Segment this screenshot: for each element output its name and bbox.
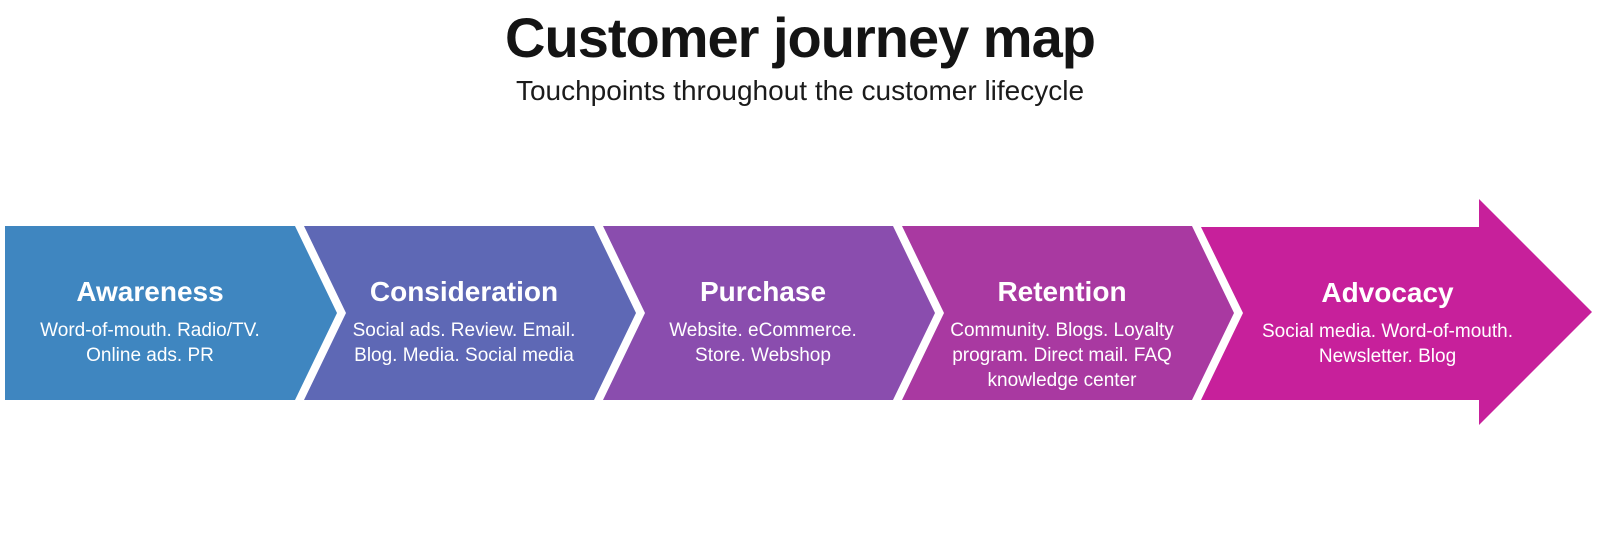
- stage-touchpoints: Social ads. Review. Email. Blog. Media. …: [344, 318, 584, 368]
- touchpoint-line: Social media. Word-of-mouth.: [1262, 321, 1513, 342]
- touchpoint-line: Newsletter. Blog: [1318, 346, 1457, 367]
- touchpoint-line: program. Direct mail. FAQ: [952, 345, 1172, 366]
- stage-title: Consideration: [369, 276, 559, 307]
- stage-consideration: Consideration Social ads. Review. Email.…: [304, 226, 636, 400]
- stage-touchpoints: Social media. Word-of-mouth. Newsletter.…: [1247, 319, 1528, 369]
- stage-purchase: Purchase Website. eCommerce. Store. Webs…: [603, 226, 935, 400]
- stage-touchpoints: Word-of-mouth. Radio/TV. Online ads. PR: [15, 318, 285, 368]
- touchpoint-line: Social ads. Review. Email.: [352, 320, 576, 341]
- touchpoint-line: Store. Webshop: [695, 345, 831, 366]
- header: Customer journey map Touchpoints through…: [0, 6, 1600, 108]
- touchpoint-line: knowledge center: [987, 370, 1137, 391]
- page-subtitle: Touchpoints throughout the customer life…: [515, 75, 1085, 106]
- touchpoint-line: Community. Blogs. Loyalty: [950, 320, 1174, 341]
- stage-touchpoints: Website. eCommerce. Store. Webshop: [643, 318, 883, 368]
- stage-retention: Retention Community. Blogs. Loyalty prog…: [902, 226, 1234, 400]
- touchpoint-line: Blog. Media. Social media: [354, 345, 574, 366]
- stage-content: Consideration Social ads. Review. Email.…: [304, 226, 636, 368]
- page-title: Customer journey map: [505, 6, 1096, 69]
- touchpoint-line: Website. eCommerce.: [669, 320, 857, 341]
- stage-title: Retention: [997, 276, 1127, 307]
- stage-content: Retention Community. Blogs. Loyalty prog…: [902, 226, 1234, 393]
- touchpoint-line: Online ads. PR: [86, 345, 214, 366]
- stage-advocacy: Advocacy Social media. Word-of-mouth. Ne…: [1201, 199, 1592, 425]
- stage-awareness: Awareness Word-of-mouth. Radio/TV. Onlin…: [5, 226, 337, 400]
- stage-content: Purchase Website. eCommerce. Store. Webs…: [603, 226, 935, 368]
- stage-touchpoints: Community. Blogs. Loyalty program. Direc…: [942, 318, 1182, 393]
- stage-content: Awareness Word-of-mouth. Radio/TV. Onlin…: [5, 226, 337, 368]
- stage-content: Advocacy Social media. Word-of-mouth. Ne…: [1201, 199, 1592, 369]
- touchpoint-line: Word-of-mouth. Radio/TV.: [40, 320, 260, 341]
- stage-title: Awareness: [76, 276, 224, 307]
- stage-title: Advocacy: [1321, 277, 1454, 308]
- stage-title: Purchase: [699, 276, 827, 307]
